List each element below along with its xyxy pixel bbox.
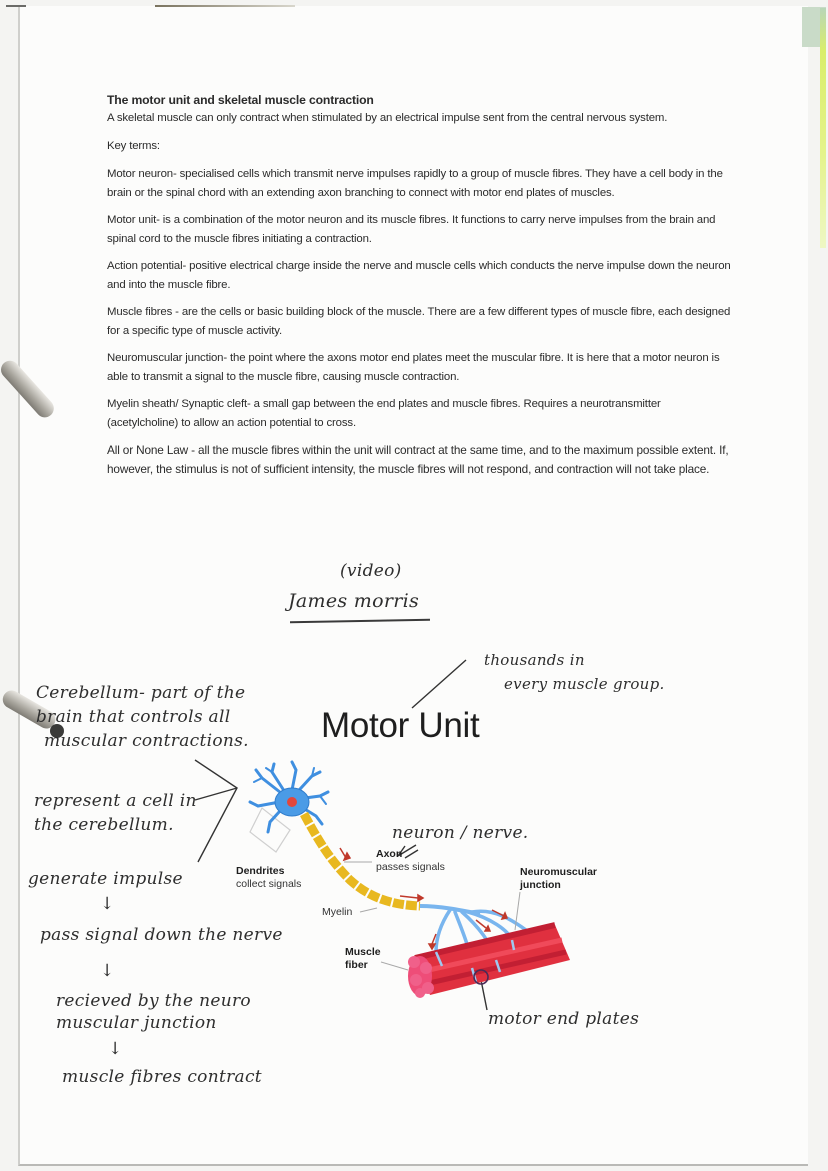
term-action-potential: Action potential- positive electrical ch… bbox=[107, 260, 731, 291]
video-note: (video) bbox=[340, 561, 402, 581]
document-title: The motor unit and skeletal muscle contr… bbox=[107, 93, 374, 107]
thousands-note-line1: thousands in bbox=[484, 651, 585, 669]
cerebellum-note-line1: Cerebellum- part of the bbox=[36, 683, 246, 703]
flow-arrow-1: ↓ bbox=[100, 894, 115, 914]
motor-end-plate-circle bbox=[473, 969, 489, 985]
represent-note-line2: the cerebellum. bbox=[34, 815, 174, 835]
flow-arrow-2: ↓ bbox=[100, 961, 115, 981]
label-myelin: Myelin bbox=[322, 906, 353, 918]
cerebellum-note-line3: muscular contractions. bbox=[44, 731, 249, 751]
annotation-strokes bbox=[194, 659, 488, 1011]
flow-arrow-3: ↓ bbox=[108, 1039, 123, 1059]
flow-step-received-line1: recieved by the neuro bbox=[56, 991, 251, 1011]
term-muscle-fibres: Muscle fibres - are the cells or basic b… bbox=[107, 306, 731, 337]
intro-text: A skeletal muscle can only contract when… bbox=[107, 112, 668, 124]
term-motor-neuron: Motor neuron- specialised cells which tr… bbox=[107, 168, 723, 199]
label-muscle-fiber: Muscle fiber bbox=[345, 946, 381, 971]
signal-arrows bbox=[339, 847, 509, 951]
typed-notes: The motor unit and skeletal muscle contr… bbox=[107, 92, 732, 487]
flow-step-muscle-contract: muscle fibres contract bbox=[62, 1067, 262, 1087]
motor-end-plates-note: motor end plates bbox=[488, 1009, 640, 1029]
key-terms-heading: Key terms: bbox=[107, 140, 160, 152]
term-neuromuscular-junction: Neuromuscular junction- the point where … bbox=[107, 352, 720, 383]
label-neuromuscular-junction: Neuromuscular junction bbox=[520, 866, 598, 891]
label-dendrites: Dendrites collect signals bbox=[236, 865, 302, 890]
cerebellum-note-line2: brain that controls all bbox=[36, 707, 231, 727]
page-edge-shadow bbox=[155, 5, 295, 7]
label-axon: Axon passes signals bbox=[376, 848, 445, 873]
diagram-title: Motor Unit bbox=[321, 706, 480, 745]
flow-step-generate-impulse: generate impulse bbox=[28, 869, 183, 889]
flow-step-received-line2: muscular junction bbox=[56, 1013, 217, 1033]
divider-tab bbox=[820, 8, 826, 248]
muscle-fiber-bundle bbox=[408, 922, 570, 998]
flow-step-pass-signal: pass signal down the nerve bbox=[40, 925, 283, 945]
page-edge-mark bbox=[6, 5, 26, 7]
neuron-nucleus bbox=[287, 797, 297, 807]
neuron-nerve-note: neuron / nerve. bbox=[392, 823, 529, 843]
punch-hole bbox=[50, 724, 64, 738]
term-all-or-none-law: All or None Law - all the muscle fibres … bbox=[107, 443, 729, 476]
dendrite-shadow-outline bbox=[249, 807, 291, 853]
thousands-note-line2: every muscle group. bbox=[504, 675, 665, 693]
term-motor-unit: Motor unit- is a combination of the moto… bbox=[107, 214, 716, 245]
video-name: James morris bbox=[288, 590, 420, 612]
myelin-sheath bbox=[300, 811, 421, 911]
represent-note-line1: represent a cell in bbox=[34, 791, 197, 811]
term-myelin-sheath: Myelin sheath/ Synaptic cleft- a small g… bbox=[107, 398, 661, 429]
label-leader-lines bbox=[344, 861, 521, 971]
